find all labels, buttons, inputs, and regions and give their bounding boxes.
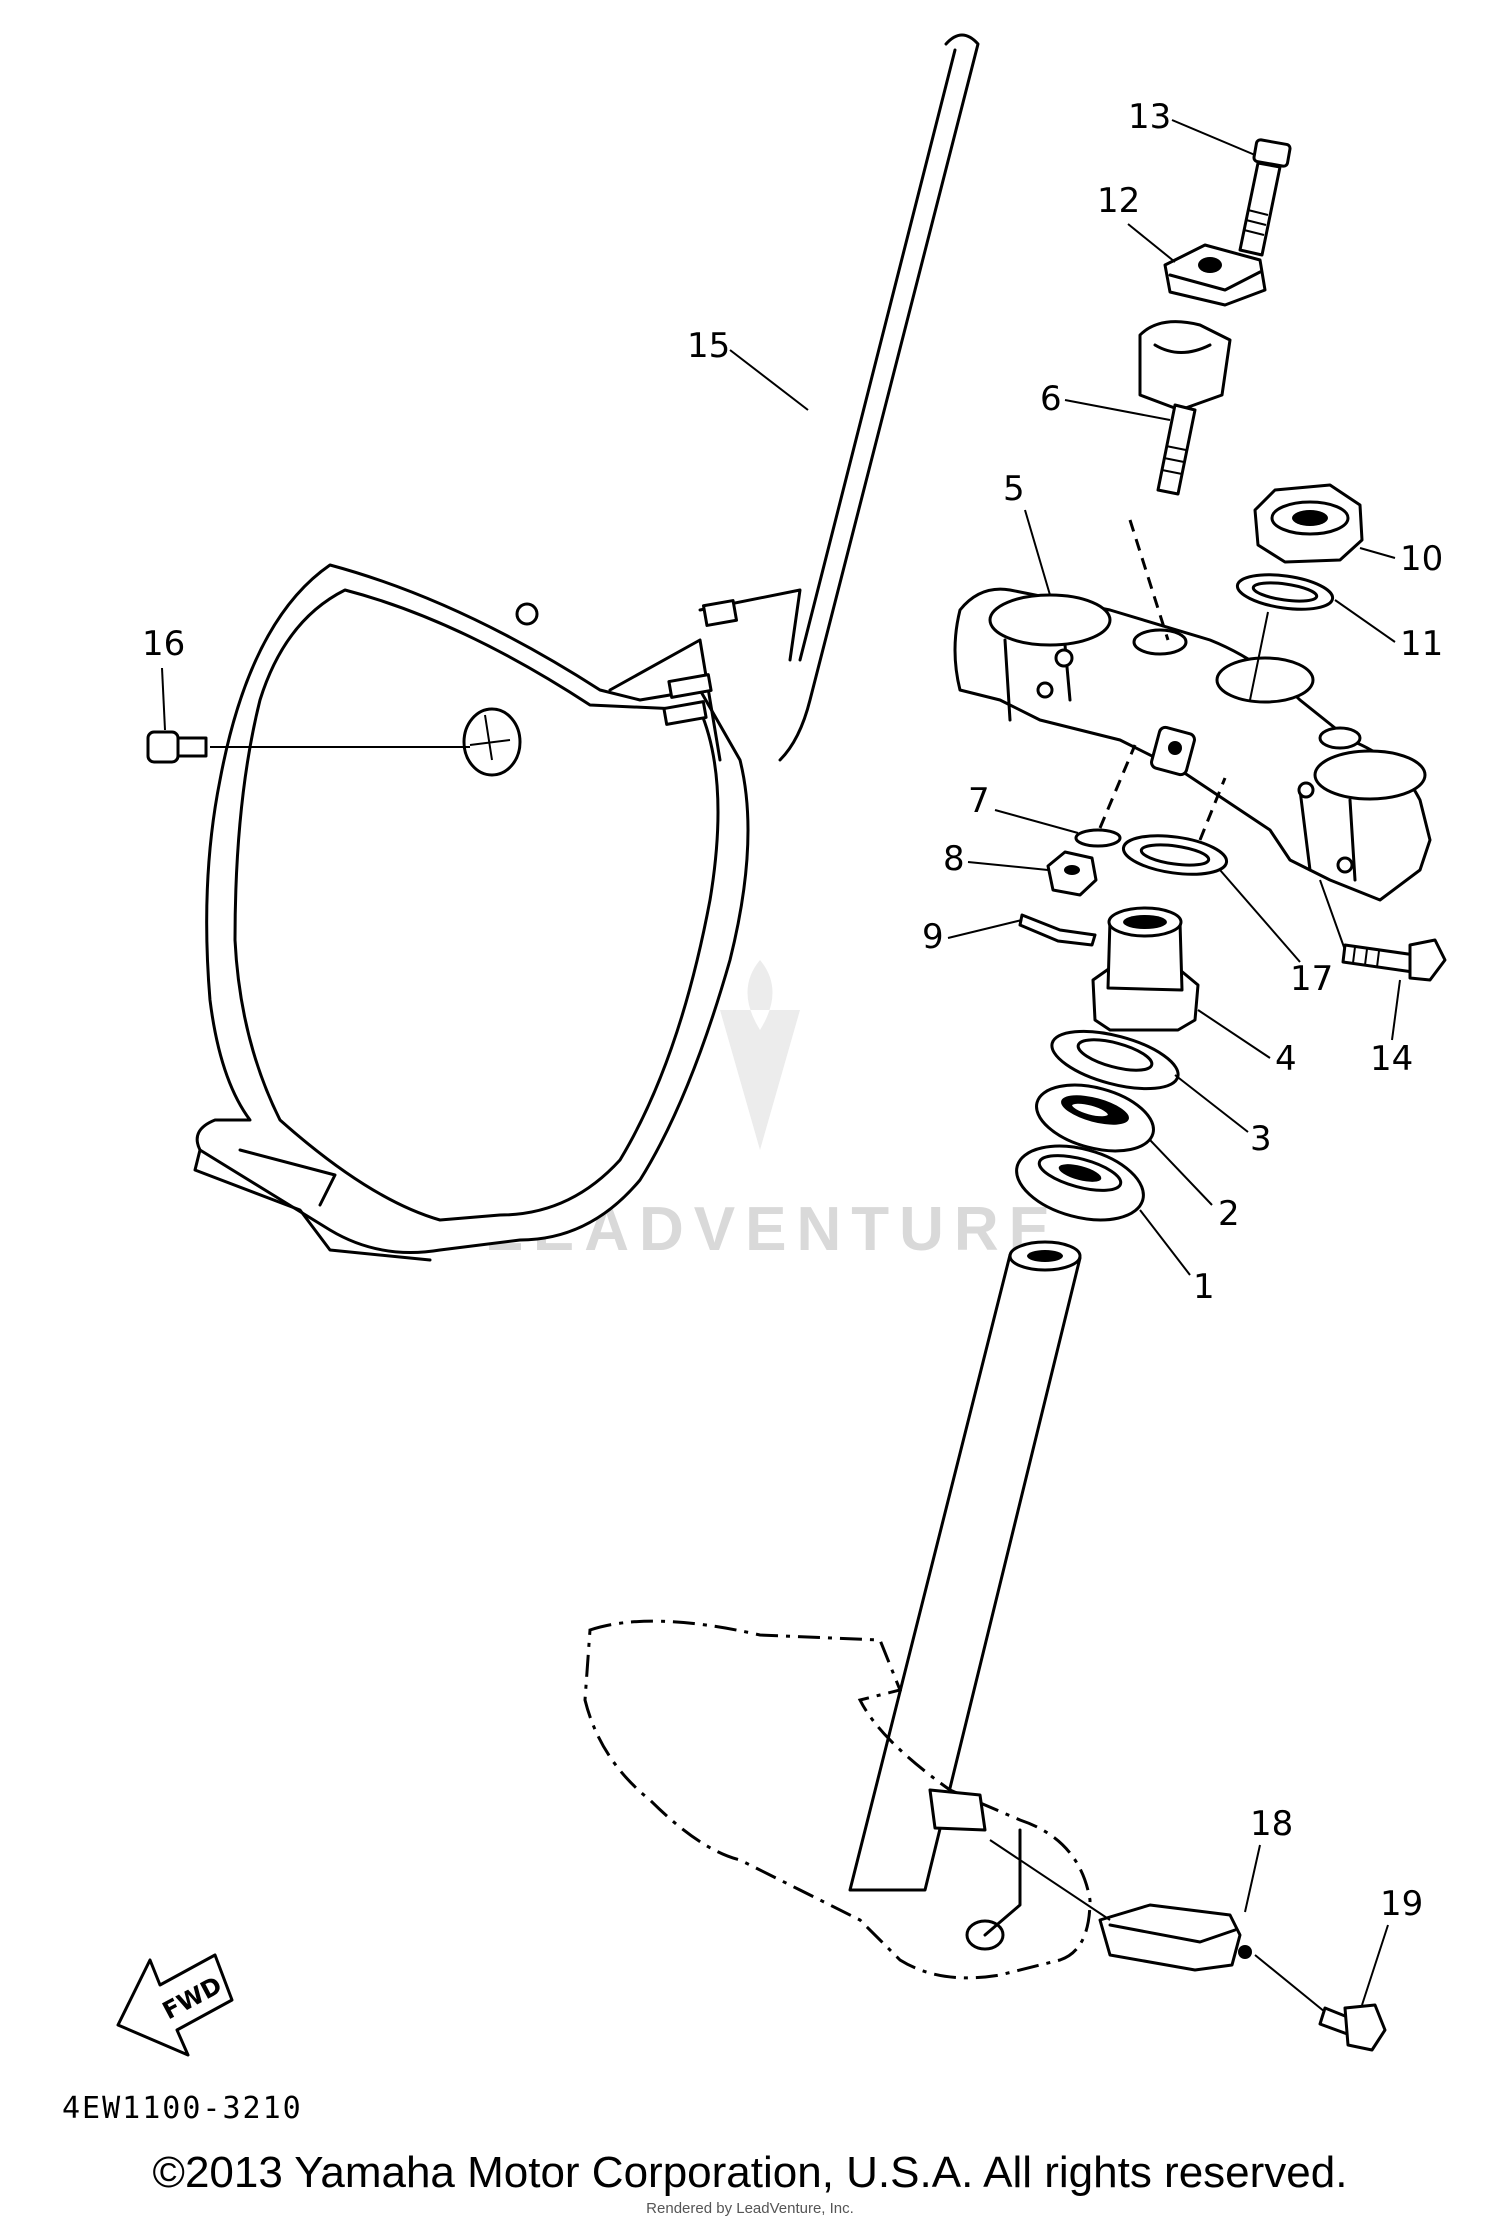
callout-15: 15 xyxy=(687,326,730,366)
callout-18: 18 xyxy=(1250,1804,1293,1844)
callout-10: 10 xyxy=(1400,539,1443,579)
bearing-stack-1-2-3 xyxy=(1015,1029,1180,1222)
small-parts-7-8-9 xyxy=(1018,744,1137,947)
copyright-notice: ©2013 Yamaha Motor Corporation, U.S.A. A… xyxy=(152,2148,1348,2197)
handlebar-holder-6 xyxy=(1128,320,1232,641)
steering-nut-10 xyxy=(1253,483,1364,564)
bolt-13 xyxy=(1238,138,1292,257)
upper-bracket-5 xyxy=(953,587,1432,902)
bolt-19 xyxy=(1254,1954,1387,2052)
clamp-18 xyxy=(989,1839,1252,1972)
catalog-number: 4EW1100-3210 xyxy=(62,2091,303,2126)
rendered-by-notice: Rendered by LeadVenture, Inc. xyxy=(646,2200,854,2217)
callout-6: 6 xyxy=(1040,379,1062,419)
callout-9: 9 xyxy=(922,917,944,957)
ring-nut-4 xyxy=(1091,906,1200,1032)
fwd-arrow-icon: FWD xyxy=(116,1953,234,2057)
callout-16: 16 xyxy=(142,624,185,664)
steering-stem xyxy=(583,1240,1092,1980)
callout-13: 13 xyxy=(1128,97,1171,137)
handlebar-cap-12 xyxy=(1163,243,1267,307)
callout-2: 2 xyxy=(1218,1194,1240,1234)
callout-11: 11 xyxy=(1400,624,1443,664)
callout-3: 3 xyxy=(1250,1119,1272,1159)
callouts: 13 12 6 5 10 11 15 16 7 8 9 17 14 4 3 2 … xyxy=(142,97,1443,2006)
screw-16 xyxy=(146,730,470,764)
number-plate xyxy=(193,33,980,1262)
callout-5: 5 xyxy=(1003,469,1025,509)
callout-4: 4 xyxy=(1275,1039,1297,1079)
washer-11 xyxy=(1235,573,1335,701)
callout-17: 17 xyxy=(1290,959,1333,999)
washer-17 xyxy=(1121,777,1229,876)
bolt-14 xyxy=(1319,879,1447,982)
callout-14: 14 xyxy=(1370,1039,1413,1079)
callout-7: 7 xyxy=(968,781,990,821)
callout-12: 12 xyxy=(1097,181,1140,221)
callout-8: 8 xyxy=(943,839,965,879)
callout-19: 19 xyxy=(1380,1884,1423,1924)
callout-1: 1 xyxy=(1193,1267,1215,1307)
